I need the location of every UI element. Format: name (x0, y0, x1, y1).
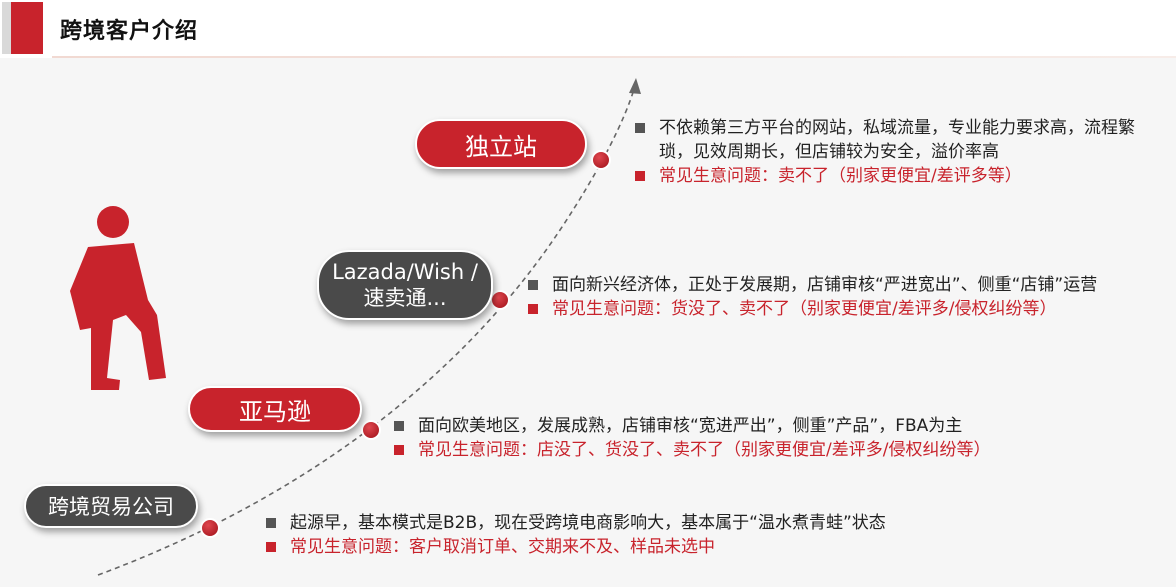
stage-dot (361, 420, 381, 440)
growth-curve (97, 85, 636, 576)
bullet-description: 起源早，基本模式是B2B，现在受跨境电商影响大，基本属于“温水煮青蛙”状态 (264, 511, 1044, 535)
stage-dot (591, 150, 611, 170)
stage-bullets-trade-company: 起源早，基本模式是B2B，现在受跨境电商影响大，基本属于“温水煮青蛙”状态 常见… (264, 511, 1044, 559)
bullet-description: 不依赖第三方平台的网站，私域流量，专业能力要求高，流程繁琐，见效周期长，但店铺较… (633, 116, 1143, 164)
title-bar: 跨境客户介绍 (0, 0, 1176, 58)
bullet-problem: 常见生意问题：客户取消订单、交期来不及、样品未选中 (264, 535, 1044, 559)
title-accent-shadow (2, 2, 11, 54)
stage-label-amazon: 亚马逊 (188, 386, 362, 432)
stage-label-trade-company: 跨境贸易公司 (24, 484, 198, 528)
stage-dot (200, 518, 220, 538)
bullet-description: 面向欧美地区，发展成熟，店铺审核“宽进严出”，侧重”产品”，FBA为主 (392, 414, 1132, 438)
stage-bullets-amazon: 面向欧美地区，发展成熟，店铺审核“宽进严出”，侧重”产品”，FBA为主 常见生意… (392, 414, 1132, 462)
stage-label-text: Lazada/Wish /速卖通... (332, 260, 478, 310)
bullet-problem: 常见生意问题：货没了、卖不了（别家更便宜/差评多/侵权纠纷等） (526, 297, 1148, 321)
bullet-problem: 常见生意问题：卖不了（别家更便宜/差评多等） (633, 164, 1143, 188)
bullet-problem: 常见生意问题：店没了、货没了、卖不了（别家更便宜/差评多/侵权纠纷等） (392, 438, 1132, 462)
stage-label-independent-site: 独立站 (415, 119, 587, 169)
bullet-description: 面向新兴经济体，正处于发展期，店铺审核“严进宽出”、侧重“店铺”运营 (526, 273, 1148, 297)
stage-label-text: 独立站 (465, 132, 537, 161)
stage-bullets-lazada-wish: 面向新兴经济体，正处于发展期，店铺审核“严进宽出”、侧重“店铺”运营 常见生意问… (526, 273, 1148, 321)
stage-label-text: 跨境贸易公司 (48, 495, 174, 519)
walking-person-icon (70, 206, 166, 390)
dashed-arrow-curve-icon (629, 78, 641, 94)
title-accent-block (11, 2, 43, 54)
stage-bullets-independent-site: 不依赖第三方平台的网站，私域流量，专业能力要求高，流程繁琐，见效周期长，但店铺较… (633, 116, 1143, 188)
stage-label-lazada-wish: Lazada/Wish /速卖通... (317, 250, 493, 320)
stage-dot (490, 290, 510, 310)
stage-label-text: 亚马逊 (239, 397, 311, 426)
page-title: 跨境客户介绍 (60, 19, 199, 44)
title-underline (52, 56, 1176, 58)
